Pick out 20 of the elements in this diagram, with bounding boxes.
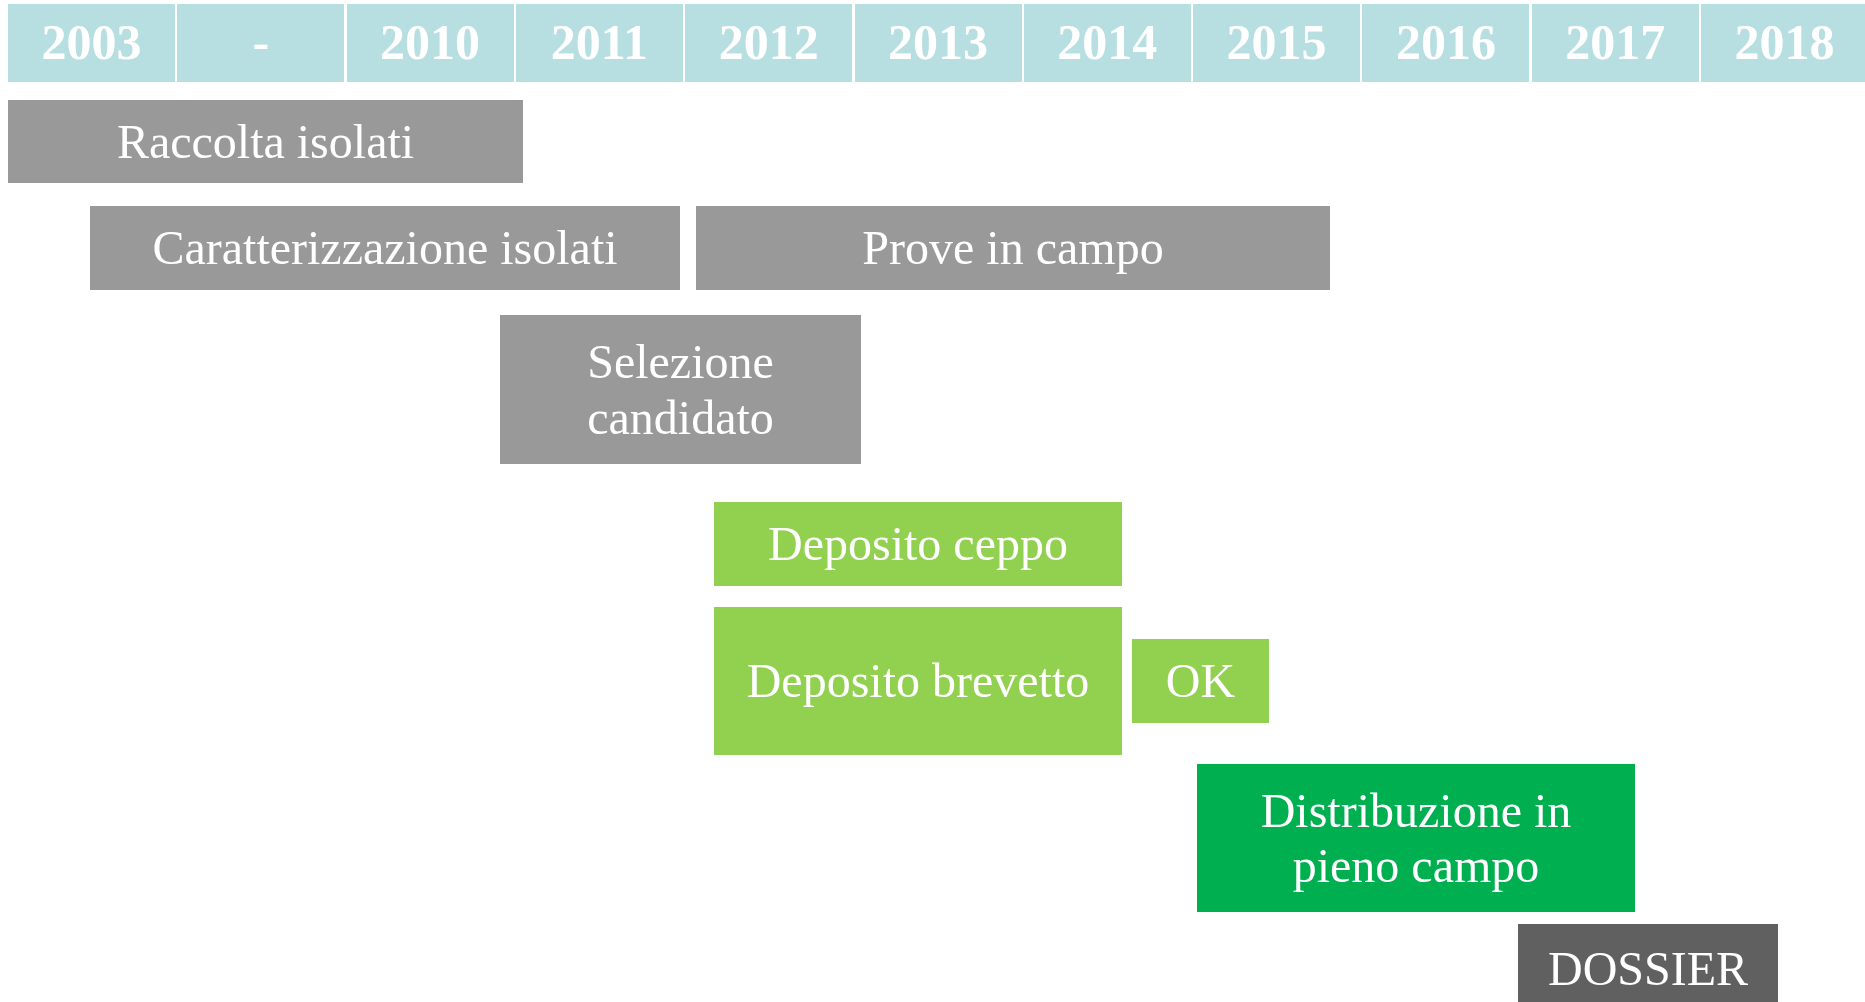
year-header-cell: 2014: [1023, 4, 1191, 82]
year-header-cell: 2016: [1362, 4, 1530, 82]
year-header-cell: 2013: [854, 4, 1022, 82]
year-header-cell: 2010: [346, 4, 514, 82]
task-bar: Deposito ceppo: [714, 502, 1122, 586]
year-header-cell: 2018: [1701, 4, 1865, 82]
year-header-cell: 2012: [685, 4, 853, 82]
task-bar: Distribuzione in pieno campo: [1197, 764, 1635, 912]
year-header-cell: -: [177, 4, 345, 82]
task-bar: Deposito brevetto: [714, 607, 1122, 755]
task-bar: DOSSIER: [1518, 924, 1778, 1002]
task-bar: Prove in campo: [696, 206, 1330, 290]
year-header-cell: 2017: [1531, 4, 1699, 82]
task-bar: Raccolta isolati: [8, 100, 523, 183]
year-header-cell: 2015: [1193, 4, 1361, 82]
year-header-cell: 2003: [8, 4, 175, 82]
year-header-cell: 2011: [515, 4, 683, 82]
task-bar: Selezione candidato: [500, 315, 861, 464]
task-bar: Caratterizzazione isolati: [90, 206, 680, 290]
task-bar: OK: [1132, 639, 1269, 723]
